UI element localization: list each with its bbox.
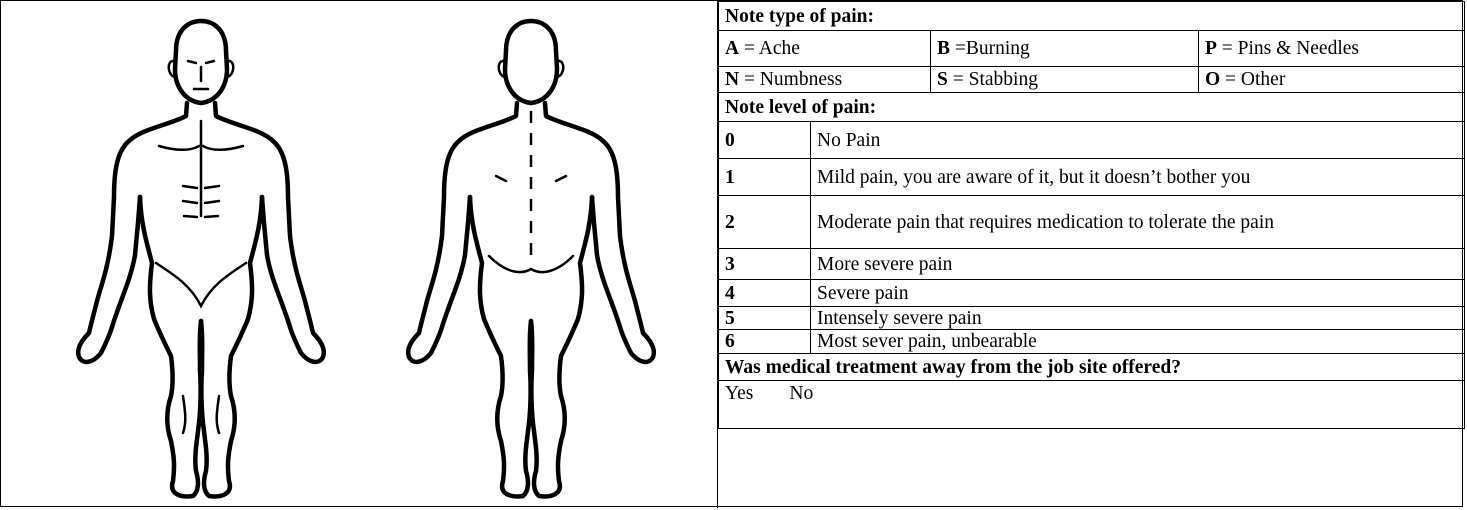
treatment-yes-option[interactable]: Yes xyxy=(725,383,753,404)
treatment-answer-cell: Yes No xyxy=(719,381,1465,429)
pain-type-other: O = Other xyxy=(1199,67,1465,93)
pain-level-number: 2 xyxy=(719,196,811,249)
pain-level-row: 4 Severe pain xyxy=(719,280,1465,307)
pain-level-number: 5 xyxy=(719,307,811,330)
pain-level-description: No Pain xyxy=(811,122,1465,159)
pain-level-row: 1 Mild pain, you are aware of it, but it… xyxy=(719,159,1465,196)
pain-level-row: 6 Most sever pain, unbearable xyxy=(719,330,1465,354)
pain-level-number: 4 xyxy=(719,280,811,307)
pain-level-row: 0 No Pain xyxy=(719,122,1465,159)
pain-level-description: More severe pain xyxy=(811,249,1465,280)
pain-type-stabbing: S = Stabbing xyxy=(931,67,1199,93)
treatment-no-option[interactable]: No xyxy=(789,383,813,404)
pain-level-number: 6 xyxy=(719,330,811,354)
pain-type-numbness: N = Numbness xyxy=(719,67,931,93)
pain-type-ache: A = Ache xyxy=(719,31,931,67)
pain-level-description: Mild pain, you are aware of it, but it d… xyxy=(811,159,1465,196)
front-body-figure xyxy=(78,21,324,496)
pain-type-pins-needles: P = Pins & Needles xyxy=(1199,31,1465,67)
body-diagram xyxy=(1,1,716,506)
pain-level-description: Severe pain xyxy=(811,280,1465,307)
pain-level-row: 5 Intensely severe pain xyxy=(719,307,1465,330)
pain-level-description: Moderate pain that requires medication t… xyxy=(811,196,1465,249)
pain-level-number: 0 xyxy=(719,122,811,159)
pain-level-number: 1 xyxy=(719,159,811,196)
treatment-question: Was medical treatment away from the job … xyxy=(719,354,1465,381)
pain-type-heading: Note type of pain: xyxy=(719,2,1465,31)
pain-level-description: Intensely severe pain xyxy=(811,307,1465,330)
pain-level-row: 3 More severe pain xyxy=(719,249,1465,280)
pain-level-number: 3 xyxy=(719,249,811,280)
back-body-figure xyxy=(408,21,654,496)
pain-type-burning: B =Burning xyxy=(931,31,1199,67)
pain-level-row: 2 Moderate pain that requires medication… xyxy=(719,196,1465,249)
pain-level-description: Most sever pain, unbearable xyxy=(811,330,1465,354)
pain-legend-table: Note type of pain: A = Ache B =Burning P… xyxy=(718,1,1465,429)
body-diagram-cell xyxy=(1,1,718,508)
pain-level-heading: Note level of pain: xyxy=(719,93,1465,122)
